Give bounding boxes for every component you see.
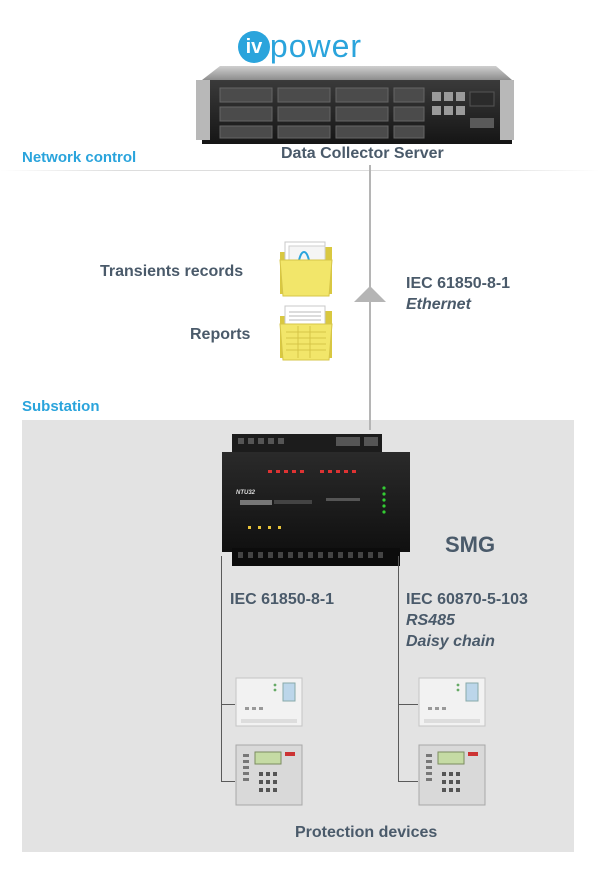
server-illustration [196, 66, 514, 144]
server-caption: Data Collector Server [281, 145, 444, 162]
network-control-label: Network control [22, 149, 137, 166]
smg-label: SMG [445, 532, 496, 557]
smg-illustration [222, 434, 410, 566]
protection-relay-left-2 [235, 744, 305, 808]
right-bus-tap-2 [398, 781, 418, 782]
left-bus-line [221, 556, 222, 782]
arrow-up-icon [354, 286, 386, 302]
reports-label: Reports [190, 326, 251, 343]
protection-relay-right-2 [418, 744, 488, 808]
right-bus-topology: Daisy chain [406, 633, 495, 650]
right-bus-line [398, 556, 399, 782]
protection-relay-right-1 [418, 677, 488, 729]
right-bus-protocol: IEC 60870-5-103 [406, 591, 528, 608]
uplink-arrow-icon [354, 286, 386, 302]
transients-folder-icon [276, 238, 336, 298]
substation-label: Substation [22, 398, 100, 415]
section-divider [0, 170, 600, 171]
server-rack [196, 58, 514, 148]
reports-folder-icon [276, 302, 336, 362]
right-bus-tap-1 [398, 704, 418, 705]
logo-wordmark: power [269, 28, 363, 64]
protection-devices-caption: Protection devices [295, 824, 438, 841]
left-bus-tap-2 [221, 781, 235, 782]
protection-relay-left-1 [235, 677, 305, 729]
smg-device: NTU32 [218, 430, 414, 570]
uplink-protocol: IEC 61850-8-1 [406, 275, 511, 292]
transients-label: Transients records [100, 263, 244, 280]
left-bus-protocol: IEC 61850-8-1 [230, 591, 335, 608]
smg-model-label: NTU32 [236, 490, 256, 496]
right-bus-medium: RS485 [406, 612, 455, 629]
uplink-medium: Ethernet [406, 296, 471, 313]
logo-badge: iv [237, 30, 270, 63]
left-bus-tap-1 [221, 704, 235, 705]
